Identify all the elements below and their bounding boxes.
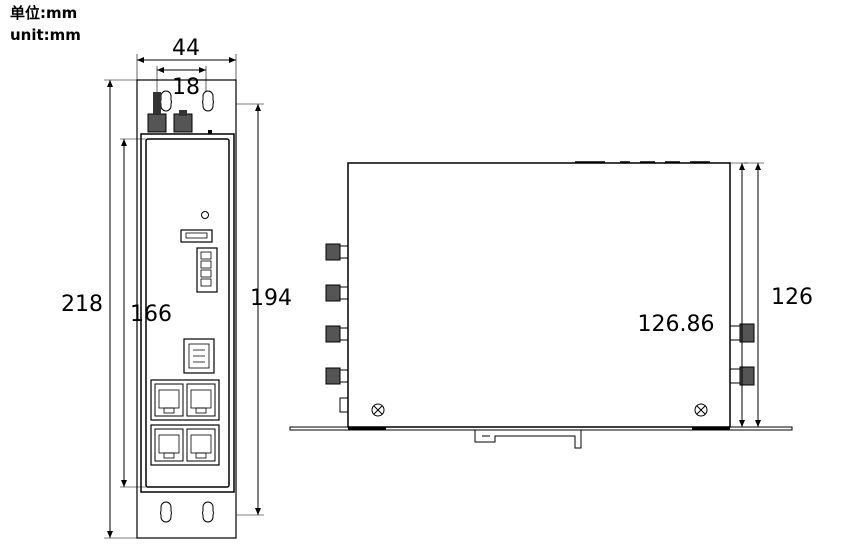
sim-card-slot	[183, 338, 215, 374]
front-dimension-lines	[104, 54, 264, 539]
dim-label-depth-126-86: 126.86	[638, 312, 715, 337]
front-panel	[145, 138, 230, 488]
din-rail-clip	[474, 430, 582, 449]
side-dimension-lines	[730, 162, 764, 427]
ethernet-ports-lower	[150, 424, 220, 466]
unit-label-chinese: 单位:mm	[10, 4, 78, 22]
front-antenna-connectors	[147, 92, 212, 134]
dim-label-height-166: 166	[130, 302, 172, 327]
led-indicator-icon	[201, 211, 209, 219]
side-view	[289, 161, 793, 449]
dim-label-height-218: 218	[61, 292, 103, 317]
dim-label-width-44: 44	[172, 36, 200, 61]
screw-left-icon	[371, 403, 385, 417]
terminal-block	[196, 247, 218, 293]
mounting-plate	[136, 79, 237, 539]
front-view	[136, 79, 237, 539]
dim-label-depth-126: 126	[771, 285, 813, 310]
side-antenna-connectors-left	[325, 243, 349, 413]
ethernet-ports-upper	[150, 379, 220, 421]
device-body	[140, 133, 235, 493]
usb-port	[180, 229, 213, 243]
side-body	[347, 162, 731, 428]
screw-right-icon	[694, 403, 708, 417]
bottom-mounting-holes	[160, 501, 214, 523]
dim-label-spacing-18: 18	[172, 75, 200, 100]
unit-label-english: unit:mm	[10, 26, 81, 44]
dim-label-height-194: 194	[250, 286, 292, 311]
mounting-base-plate	[289, 426, 793, 431]
